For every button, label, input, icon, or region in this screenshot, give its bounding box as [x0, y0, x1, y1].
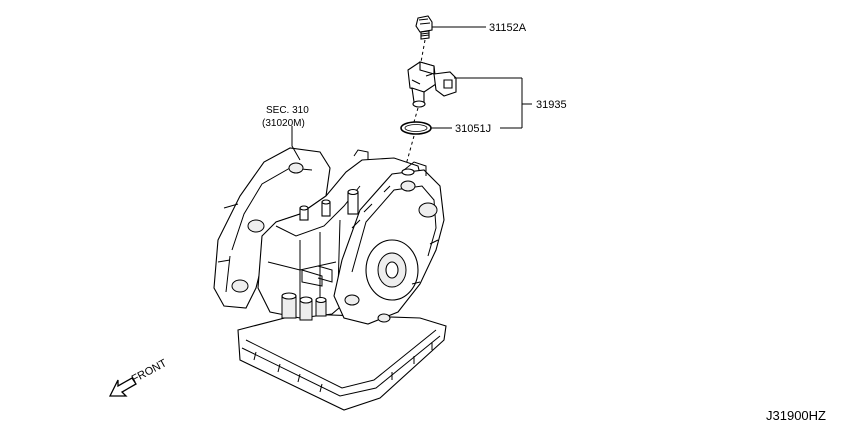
bolt-part-number: 31152A	[489, 22, 527, 34]
front-arrow-icon	[108, 377, 137, 397]
section-leader	[291, 126, 301, 161]
speed-sensor-part	[407, 61, 457, 108]
transmission-assembly	[213, 147, 447, 411]
bolt-axis	[420, 39, 426, 63]
section-reference: SEC. 310	[266, 105, 309, 116]
bolt-part	[415, 15, 433, 40]
diagram-code: J31900HZ	[766, 408, 826, 423]
section-part-number: (31020M)	[262, 118, 305, 129]
oring-part-number: 31051J	[455, 123, 491, 135]
o-ring-part	[400, 121, 432, 135]
sensor-axis	[413, 107, 419, 123]
front-label: FRONT	[130, 357, 169, 386]
sensor-part-number: 31935	[536, 99, 567, 111]
